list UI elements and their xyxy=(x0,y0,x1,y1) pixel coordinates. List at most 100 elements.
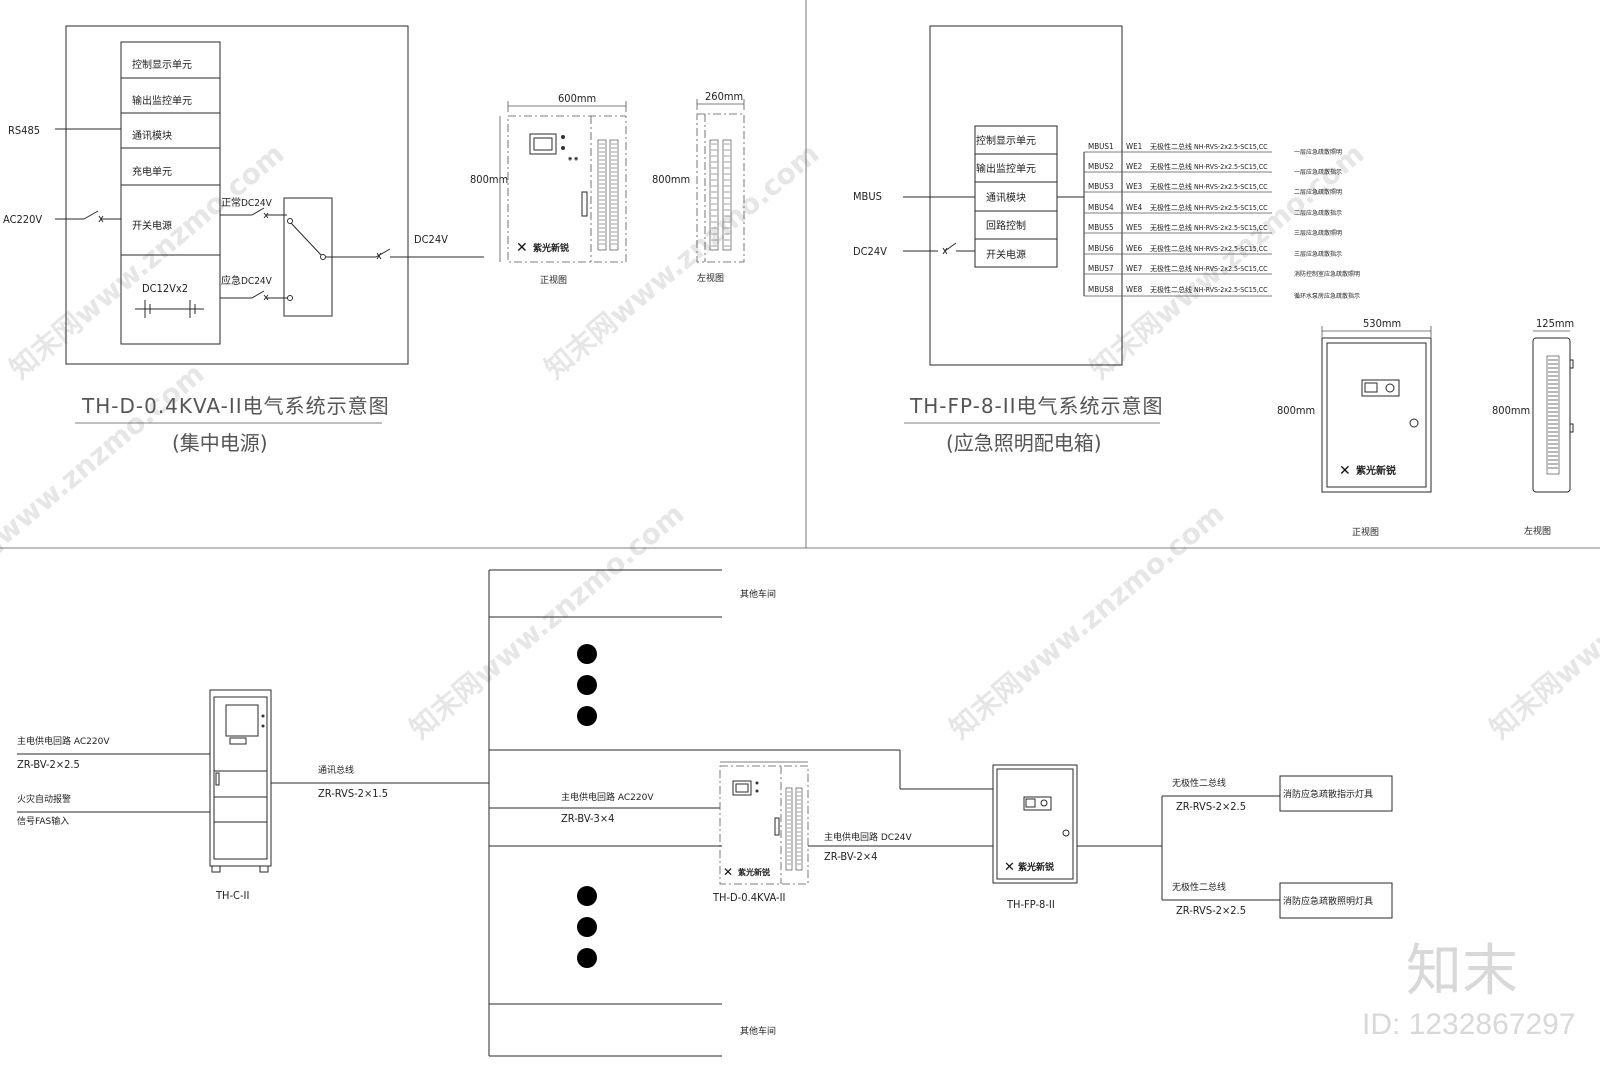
d3-other-workshop-bottom: 其他车间 xyxy=(740,1025,776,1037)
d1-front-caption: 正视图 xyxy=(540,274,567,286)
d3-ellipsis-dot xyxy=(577,706,597,726)
d1-subtitle: (集中电源) xyxy=(172,431,268,455)
d3-thfp-body xyxy=(992,764,1078,884)
d3-fixture-lighting-label: 消防应急疏散照明灯具 xyxy=(1283,895,1373,907)
d2-circuit-bus: MBUS6 xyxy=(1088,244,1114,253)
d3-thc-cabinet: TH-C-II xyxy=(209,689,272,902)
d2-circuit-dest: 三层应急疏散照明 xyxy=(1294,229,1342,237)
d2-unit-switch-psu: 开关电源 xyxy=(986,248,1026,261)
d2-circuit-we: WE4 xyxy=(1126,203,1143,212)
d1-emergency-dc24v: 应急DC24V xyxy=(221,274,273,287)
d1-unit-output-monitor: 输出监控单元 xyxy=(132,94,192,107)
d3-branch-label-top: 无极性二总线 xyxy=(1172,777,1226,789)
d2-circuit-we: WE3 xyxy=(1126,182,1142,191)
d2-circuit-row: MBUS5 WE5 无极性二总线 NH-RVS-2x2.5-SC15,CC 三层… xyxy=(1084,223,1342,237)
d3-thd-brand: 紫光新锐 xyxy=(738,867,770,877)
d2-side-body xyxy=(1532,337,1571,493)
d2-circuit-row: MBUS4 WE4 无极性二总线 NH-RVS-2x2.5-SC15,CC 二层… xyxy=(1084,203,1342,217)
d2-circuit-row: MBUS3 WE3 无极性二总线 NH-RVS-2x2.5-SC15,CC 二层… xyxy=(1084,182,1342,196)
d3-fire-alarm-sub: 信号FAS输入 xyxy=(17,815,69,827)
d1-front-view: 600mm 800mm ◉ ◉ ✕ 紫光新锐 正视图 xyxy=(470,92,627,286)
d2-circuit-cable: 无极性二总线 NH-RVS-2x2.5-SC15,CC xyxy=(1150,162,1268,171)
d2-circuit-bus: MBUS5 xyxy=(1088,223,1114,232)
d3-other-workshop-top: 其他车间 xyxy=(740,588,776,600)
d1-side-width: 260mm xyxy=(705,90,743,103)
d3-ellipsis-dot xyxy=(577,675,597,695)
d2-circuit-we: WE6 xyxy=(1126,244,1143,253)
d2-front-height: 800mm xyxy=(1277,404,1315,417)
d2-circuit-row: MBUS2 WE2 无极性二总线 NH-RVS-2x2.5-SC15,CC 一层… xyxy=(1084,162,1342,176)
d2-side-width: 125mm xyxy=(1536,317,1574,330)
d2-circuit-bus: MBUS7 xyxy=(1088,264,1114,273)
d2-circuit-dest: 一层应急疏散指示 xyxy=(1294,168,1342,176)
d2-box-body xyxy=(1321,337,1432,493)
d1-side-view: 260mm 800mm 左视图 xyxy=(652,90,745,284)
d3-dc-supply-cable: ZR-BV-2×4 xyxy=(824,850,877,863)
d1-front-width: 600mm xyxy=(558,92,596,105)
brand-logo-icon: ✕ xyxy=(516,240,528,256)
d2-circuit-dest: 三层应急疏散指示 xyxy=(1294,250,1342,258)
diagram-2-distribution-box: 控制显示单元 输出监控单元 通讯模块 回路控制 开关电源 MBUS DC24V … xyxy=(853,25,1574,538)
d3-fixture-lighting xyxy=(1279,882,1393,919)
d3-branch-cable-bottom: ZR-RVS-2×2.5 xyxy=(1176,904,1246,917)
d2-input-dc24v: DC24V xyxy=(853,245,887,258)
d2-subtitle: (应急照明配电箱) xyxy=(946,431,1102,455)
d2-circuit-dest: 二层应急疏散照明 xyxy=(1294,188,1342,196)
d2-circuit-bus: MBUS2 xyxy=(1088,162,1114,171)
d1-unit-charger: 充电单元 xyxy=(132,165,172,178)
d3-comm-bus-cable: ZR-RVS-2×1.5 xyxy=(318,787,388,800)
brand-logo-icon: ✕ xyxy=(723,865,733,879)
d2-circuit-row: MBUS8 WE8 无极性二总线 NH-RVS-2x2.5-SC15,CC 循环… xyxy=(1084,285,1360,300)
d2-circuit-cable: 无极性二总线 NH-RVS-2x2.5-SC15,CC xyxy=(1150,203,1268,212)
d2-circuit-dest: 消防控制室应急疏散照明 xyxy=(1294,270,1360,278)
brand-logo-icon: ✕ xyxy=(1339,463,1351,479)
d1-output-dc24v: DC24V xyxy=(414,233,448,246)
d1-side-body xyxy=(696,113,745,263)
d3-fixture-indicator-label: 消防应急疏散指示灯具 xyxy=(1283,788,1373,800)
d3-thc-body xyxy=(209,689,272,867)
watermark-text: 知末网www.znzmo.com xyxy=(403,497,690,745)
d2-circuit-list: MBUS1 WE1 无极性二总线 NH-RVS-2x2.5-SC15,CC 一层… xyxy=(1084,142,1360,300)
d2-circuit-cable: 无极性二总线 NH-RVS-2x2.5-SC15,CC xyxy=(1150,285,1268,294)
d2-circuit-bus: MBUS8 xyxy=(1088,285,1114,294)
d3-thd-label: TH-D-0.4KVA-II xyxy=(712,891,785,904)
d2-circuit-row: MBUS7 WE7 无极性二总线 NH-RVS-2x2.5-SC15,CC 消防… xyxy=(1084,264,1360,278)
d1-cabinet-body xyxy=(507,115,627,263)
d2-circuit-we: WE2 xyxy=(1126,162,1142,171)
d3-thd-supply-cable: ZR-BV-3×4 xyxy=(561,812,614,825)
d1-battery-label: DC12Vx2 xyxy=(142,282,188,295)
d2-circuit-bus: MBUS1 xyxy=(1088,142,1114,151)
d2-circuit-cable: 无极性二总线 NH-RVS-2x2.5-SC15,CC xyxy=(1150,223,1268,232)
d2-side-height: 800mm xyxy=(1492,404,1530,417)
d1-brand: 紫光新锐 xyxy=(533,242,569,254)
diagram-1-central-power: 控制显示单元 输出监控单元 通讯模块 充电单元 开关电源 DC12Vx2 RS4… xyxy=(3,25,745,455)
d1-unit-stack xyxy=(120,41,221,345)
d1-normal-dc24v: 正常DC24V xyxy=(221,196,273,209)
d3-thfp-brand: 紫光新锐 xyxy=(1018,861,1054,873)
brand-logo-icon: ✕ xyxy=(1004,860,1015,875)
d2-front-width: 530mm xyxy=(1363,317,1401,330)
d2-side-view: 125mm 800mm 左视图 xyxy=(1492,317,1574,537)
d3-thd-body xyxy=(719,765,809,885)
d2-circuit-row: MBUS1 WE1 无极性二总线 NH-RVS-2x2.5-SC15,CC 一层… xyxy=(1084,142,1342,156)
d3-thfp-label: TH-FP-8-II xyxy=(1006,898,1055,911)
d3-thd-cabinet: ✕ 紫光新锐 TH-D-0.4KVA-II xyxy=(712,761,809,904)
d2-input-mbus: MBUS xyxy=(853,190,882,203)
d2-circuit-row: MBUS6 WE6 无极性二总线 NH-RVS-2x2.5-SC15,CC 三层… xyxy=(1084,244,1342,258)
d2-circuit-dest: 二层应急疏散指示 xyxy=(1294,209,1342,217)
d1-input-ac220v: AC220V xyxy=(3,213,42,226)
d2-circuit-cable: 无极性二总线 NH-RVS-2x2.5-SC15,CC xyxy=(1150,244,1268,253)
d2-circuit-bus: MBUS3 xyxy=(1088,182,1114,191)
diagram-3-system-overview: TH-C-II 主电供电回路 AC220V ZR-BV-2×2.5 火灾自动报警… xyxy=(17,569,1393,1057)
d3-thc-label: TH-C-II xyxy=(215,889,249,902)
d2-side-caption: 左视图 xyxy=(1524,525,1551,537)
watermark-brand: 知末 xyxy=(1406,939,1518,1002)
svg-text:◉ ◉: ◉ ◉ xyxy=(568,156,578,162)
d2-circuit-bus: MBUS4 xyxy=(1088,203,1114,212)
d3-ellipsis-dot xyxy=(577,644,597,664)
d1-front-height: 800mm xyxy=(470,173,508,186)
d1-unit-switch-psu: 开关电源 xyxy=(132,219,172,232)
d2-unit-comm: 通讯模块 xyxy=(986,192,1026,204)
d2-circuit-dest: 循环水泵房应急疏散指示 xyxy=(1294,292,1360,300)
